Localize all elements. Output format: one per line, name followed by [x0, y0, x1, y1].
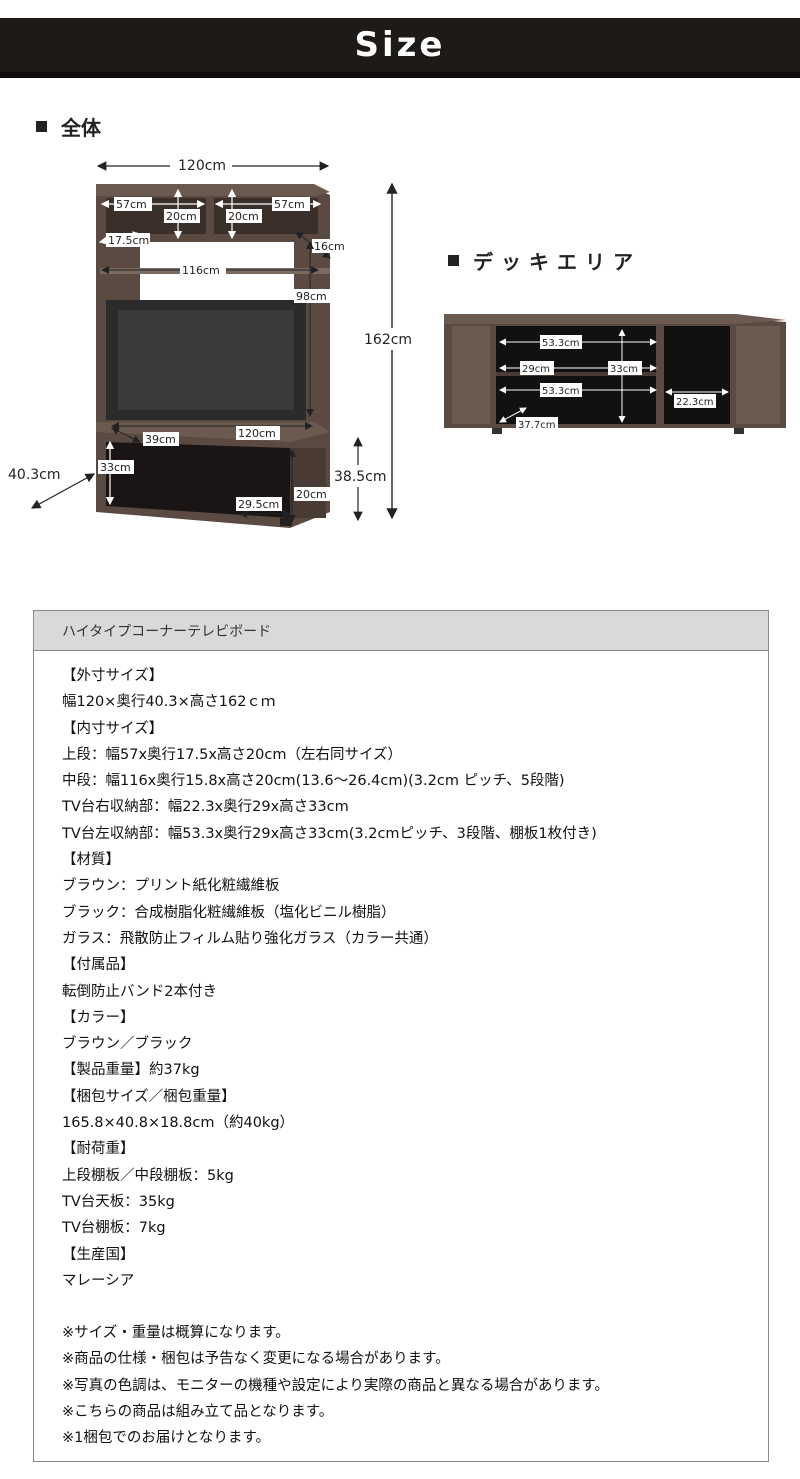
spec-line: 上段：幅57x奥行17.5x高さ20cm（左右同サイズ）: [62, 746, 403, 763]
dim-top-left-height: 20cm: [166, 210, 197, 223]
spec-line: 【カラー】: [62, 1009, 135, 1026]
dim-deck-height: 38.5cm: [334, 469, 387, 485]
dim-top-depth: 17.5cm: [108, 234, 149, 247]
spec-spacer: [62, 1294, 768, 1320]
section-deck-heading: デッキエリア: [448, 246, 641, 275]
deck-dim-upper-width: 53.3cm: [542, 338, 580, 349]
spec-note: ※商品の仕様・梱包は予告なく変更になる場合があります。: [62, 1351, 450, 1368]
dim-top-right-width: 57cm: [274, 198, 305, 211]
dim-side-depth: 16cm: [314, 240, 345, 253]
square-bullet-icon: [36, 121, 47, 132]
spec-line: ブラック：合成樹脂化粧繊維板（塩化ビニル樹脂）: [62, 904, 396, 921]
spec-line: 165.8×40.8×18.8cm（約40kg）: [62, 1115, 295, 1132]
dim-cabinet-height: 33cm: [100, 461, 131, 474]
spec-note: ※サイズ・重量は概算になります。: [62, 1325, 290, 1342]
spec-line: 【材質】: [62, 852, 120, 869]
spec-body: 【外寸サイズ】 幅120×奥行40.3×高さ162ｃｍ 【内寸サイズ】 上段：幅…: [34, 651, 768, 1452]
dim-deck-width: 120cm: [238, 427, 276, 440]
banner-title: Size: [354, 25, 446, 65]
dim-base-height: 20cm: [296, 488, 327, 501]
spec-line: 【製品重量】約37kg: [62, 1062, 200, 1079]
spec-line: 【外寸サイズ】: [62, 668, 164, 684]
spec-line: TV台左収納部：幅53.3x奥行29x高さ33cm(3.2cmピッチ、3段階、棚…: [62, 825, 597, 842]
spec-line: マレーシア: [62, 1272, 135, 1289]
dim-top-right-height: 20cm: [228, 210, 259, 223]
dim-middle-height: 98cm: [296, 290, 327, 303]
spec-line: 【耐荷重】: [62, 1141, 135, 1158]
spec-line: 転倒防止バンド2本付き: [62, 983, 217, 1000]
spec-line: 上段棚板／中段棚板：5kg: [62, 1167, 234, 1184]
spec-line: ガラス：飛散防止フィルム貼り強化ガラス（カラー共通）: [62, 930, 438, 947]
spec-note: ※こちらの商品は組み立て品となります。: [62, 1404, 334, 1421]
size-banner: Size: [0, 18, 800, 78]
dim-depth: 40.3cm: [8, 467, 61, 483]
dim-width-total: 120cm: [178, 158, 226, 174]
spec-line: 【生産国】: [62, 1246, 135, 1263]
section-overall-heading: 全体: [36, 112, 101, 141]
overall-dimension-diagram: 120cm 57cm 57cm 20cm 20cm 17.5cm 16cm 11…: [6, 155, 422, 528]
spec-header: ハイタイプコーナーテレビボード: [34, 611, 768, 651]
spec-panel: ハイタイプコーナーテレビボード 【外寸サイズ】 幅120×奥行40.3×高さ16…: [33, 610, 769, 1462]
deck-dim-shelf-pitch: 29cm: [522, 364, 550, 375]
spec-line: TV台棚板：7kg: [62, 1220, 166, 1237]
spec-line: 幅120×奥行40.3×高さ162ｃｍ: [62, 694, 276, 711]
section-overall-label: 全体: [61, 116, 101, 140]
spec-line: 【梱包サイズ／梱包重量】: [62, 1088, 236, 1105]
spec-line: TV台天板：35kg: [62, 1193, 175, 1210]
spec-note: ※写真の色調は、モニターの機種や設定により実際の商品と異なる場合があります。: [62, 1377, 609, 1394]
spec-line: 【付属品】: [62, 957, 135, 974]
spec-line: 【内寸サイズ】: [62, 720, 164, 737]
dim-top-left-width: 57cm: [116, 198, 147, 211]
deck-dim-right-width: 22.3cm: [676, 397, 714, 408]
dim-total-height: 162cm: [364, 332, 412, 348]
section-deck-label: デッキエリア: [473, 250, 641, 274]
deck-dim-lower-width: 53.3cm: [542, 386, 580, 397]
spec-note: ※1梱包でのお届けとなります。: [62, 1430, 270, 1447]
spec-line: ブラウン／ブラック: [62, 1036, 193, 1053]
deck-dim-depth: 37.7cm: [518, 420, 556, 431]
spec-line: TV台右収納部：幅22.3x奥行29x高さ33cm: [62, 799, 349, 816]
spec-line: ブラウン：プリント紙化粧繊維板: [62, 878, 280, 895]
deck-dim-inner-height: 33cm: [610, 364, 638, 375]
spec-line: 中段：幅116x奥行15.8x高さ20cm(13.6～26.4cm)(3.2cm…: [62, 773, 565, 790]
dim-middle-width: 116cm: [182, 264, 220, 277]
dim-deck-depth: 39cm: [145, 433, 176, 446]
deck-dimension-diagram: 53.3cm 29cm 33cm 53.3cm 22.3cm 37.7cm: [444, 314, 786, 434]
dim-base-width: 29.5cm: [238, 498, 279, 511]
square-bullet-icon: [448, 255, 459, 266]
